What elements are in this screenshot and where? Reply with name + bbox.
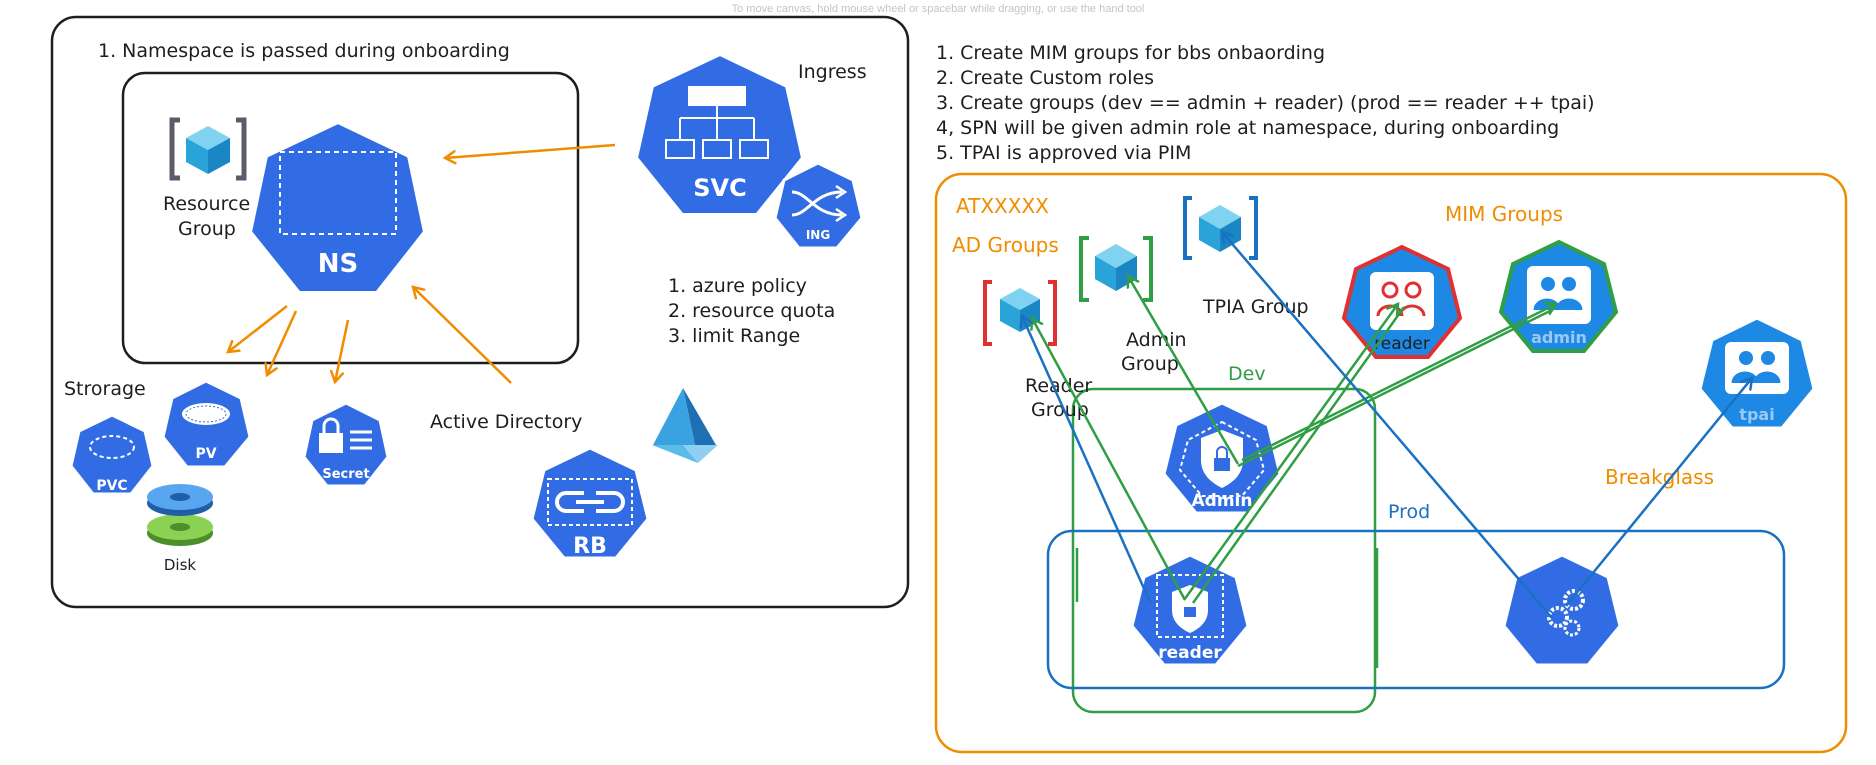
note-item: 4, SPN will be given admin role at names… — [936, 117, 1559, 139]
ingress-label: Ingress — [798, 61, 867, 83]
ad-groups-label: AD Groups — [952, 233, 1059, 257]
service-icon[interactable]: SVC — [633, 51, 806, 217]
link-master-to-tpai[interactable] — [1565, 378, 1752, 607]
pvc-icon[interactable]: PVC — [69, 413, 155, 496]
link-admin-role-to-mim-admin[interactable] — [1241, 304, 1556, 462]
svc-label: SVC — [693, 174, 746, 202]
policy-item: 3. limit Range — [668, 325, 800, 347]
ns-label: NS — [318, 249, 359, 279]
admin-group-icon — [1079, 236, 1153, 302]
arrow-ns-to-pv[interactable] — [267, 310, 298, 375]
link-admin-role-to-admin-group[interactable] — [1128, 276, 1240, 465]
reader-group-label: Reader — [1025, 375, 1092, 397]
arrow-ns-to-secret[interactable] — [335, 319, 350, 382]
active-directory-label: Active Directory — [430, 411, 582, 433]
mim-reader-label: reader — [1374, 334, 1430, 354]
note-item: 1. Create MIM groups for bbs onbaording — [936, 42, 1325, 64]
dev-frame[interactable] — [1071, 387, 1377, 714]
mim-reader-icon[interactable]: reader — [1341, 244, 1463, 359]
secret-label: Secret — [322, 467, 369, 482]
tpai-icon[interactable]: tpai — [1698, 316, 1816, 430]
note-item: 5. TPAI is approved via PIM — [936, 142, 1191, 164]
dev-frame-ghost-edge — [1075, 548, 1379, 668]
arrow-ns-to-storage[interactable] — [228, 305, 288, 352]
resource-group-label: Resource — [163, 193, 250, 215]
resource-group-icon — [169, 117, 247, 181]
namespace-frame[interactable] — [121, 71, 580, 365]
atx-label: ATXXXXX — [956, 194, 1049, 218]
prod-frame[interactable] — [1046, 529, 1786, 690]
policy-item: 2. resource quota — [668, 300, 835, 322]
reader-role-icon[interactable]: reader — [1130, 553, 1250, 667]
storage-label: Strorage — [64, 378, 146, 400]
admin-group-label-2: Group — [1121, 353, 1179, 375]
pv-label: PV — [195, 446, 216, 462]
pv-icon[interactable]: PV — [161, 379, 252, 469]
reader-group-label-2: Group — [1031, 399, 1089, 421]
mim-admin-icon[interactable]: admin — [1498, 239, 1619, 353]
link-reader-role-to-mim-reader[interactable] — [1182, 304, 1398, 601]
namespace-icon[interactable]: NS — [247, 119, 428, 295]
canvas-hint: To move canvas, hold mouse wheel or spac… — [731, 3, 1145, 15]
ingress-icon[interactable]: ING — [773, 161, 864, 250]
disk-icon — [147, 484, 213, 546]
master-role-icon[interactable] — [1502, 553, 1622, 667]
arrow-ad-to-ns[interactable] — [413, 287, 512, 384]
rolebinding-icon[interactable]: RB — [530, 446, 650, 560]
cluster-frame[interactable] — [50, 15, 910, 609]
link-reader-role-to-mim-reader-2[interactable] — [1191, 306, 1406, 604]
mim-groups-label: MIM Groups — [1445, 202, 1563, 226]
reader-role-label: reader — [1158, 643, 1222, 663]
ing-label: ING — [806, 228, 830, 242]
resource-group-label-2: Group — [178, 218, 236, 240]
pvc-label: PVC — [96, 478, 127, 494]
secret-icon[interactable]: Secret — [302, 401, 390, 488]
subscription-frame[interactable] — [934, 172, 1848, 754]
tpia-group-icon — [1183, 196, 1258, 260]
azure-ad-icon — [652, 388, 718, 463]
mim-admin-label: admin — [1531, 328, 1587, 347]
admin-role-icon[interactable]: Admin — [1162, 401, 1282, 515]
namespace-note: 1. Namespace is passed during onboarding — [98, 40, 510, 62]
tpai-label: tpai — [1739, 405, 1774, 424]
disk-label: Disk — [164, 556, 197, 574]
link-reader-role-to-reader-group-prod[interactable] — [1022, 316, 1152, 603]
policy-item: 1. azure policy — [668, 275, 807, 297]
note-item: 3. Create groups (dev == admin + reader)… — [936, 92, 1595, 114]
link-master-to-tpia-group[interactable] — [1222, 232, 1553, 619]
dev-label: Dev — [1228, 363, 1266, 385]
link-admin-role-to-mim-admin-2[interactable] — [1237, 308, 1553, 468]
arrow-ingress-to-ns[interactable] — [445, 143, 616, 158]
rb-label: RB — [573, 534, 607, 559]
link-reader-role-to-reader-group[interactable] — [1032, 318, 1187, 601]
admin-role-label: Admin — [1192, 491, 1253, 511]
breakglass-label: Breakglass — [1605, 465, 1714, 489]
admin-group-label: Admin — [1126, 329, 1187, 351]
note-item: 2. Create Custom roles — [936, 67, 1154, 89]
prod-label: Prod — [1388, 501, 1430, 523]
reader-group-icon — [983, 280, 1057, 346]
